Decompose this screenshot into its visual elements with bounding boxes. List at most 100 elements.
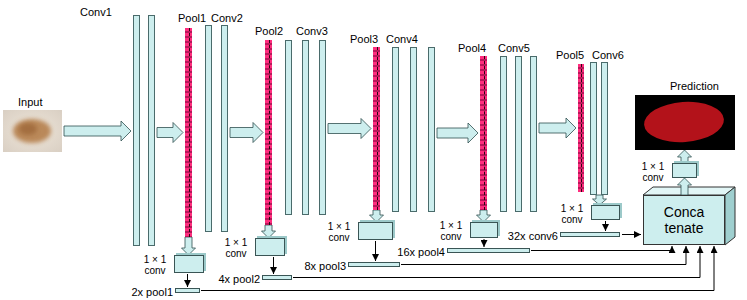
conv1x1-box: 1 × 1 conv — [255, 238, 285, 256]
pool-layer: Pool2 — [265, 40, 272, 225]
upsampled-map: 16x pool4 — [447, 248, 530, 253]
connector-group — [64, 118, 714, 291]
feature-map-bar — [500, 56, 507, 212]
conv-layer: Conv5 — [500, 56, 537, 212]
feature-map-bar — [285, 40, 292, 215]
layer-label: Pool1 — [178, 12, 206, 24]
conv-layer: Conv4 — [392, 47, 435, 212]
feature-map-bar — [515, 56, 522, 212]
block-arrow — [477, 210, 491, 222]
side-label: 8x pool3 — [304, 260, 346, 272]
layer-label: Prediction — [670, 80, 719, 92]
concatenate-box: Conca tenate — [643, 195, 725, 245]
layer-label: Conv2 — [211, 12, 243, 24]
layer-label: Pool3 — [350, 33, 378, 45]
upsampled-map: 8x pool3 — [348, 262, 400, 267]
layer-label: Pool5 — [556, 49, 584, 61]
arrow-line — [375, 241, 376, 261]
pool-dash-line — [484, 56, 485, 210]
side-label: 1 × 1 conv — [322, 221, 356, 243]
feature-map-bar — [319, 40, 326, 215]
pool-dash-line — [377, 47, 378, 210]
layer-label: Pool2 — [255, 25, 283, 37]
layer-label: Conv6 — [592, 49, 624, 61]
conv-layer: Conv6 — [590, 62, 608, 195]
block-arrow — [182, 237, 196, 255]
pool-dash-line — [269, 40, 270, 225]
side-label: 1 × 1 conv — [555, 203, 589, 225]
side-label: 1 × 1 conv — [138, 254, 172, 276]
block-arrow — [437, 123, 478, 143]
layer-label: Input — [18, 96, 42, 108]
pool-layer: Pool4 — [480, 56, 487, 210]
concat-top-face — [643, 187, 735, 195]
arrow-line — [605, 221, 606, 231]
upsampled-map: 32x conv6 — [560, 232, 620, 237]
feature-map-bar — [392, 47, 399, 212]
layer-label: Pool4 — [458, 42, 486, 54]
prediction-mask-region — [643, 99, 726, 144]
feature-map-bar — [148, 15, 155, 246]
layer-label: Conv1 — [80, 6, 112, 18]
block-arrow — [539, 118, 576, 138]
block-arrow — [157, 123, 183, 143]
conv-layer: Conv1 — [133, 15, 155, 246]
conv-layer: Conv3 — [285, 40, 326, 215]
pool-dash-line — [581, 64, 582, 192]
box-label: Conca tenate — [653, 204, 715, 236]
block-arrow — [230, 123, 263, 143]
pool-dash-line — [189, 28, 190, 237]
arrow-line — [187, 274, 188, 287]
arrow-line — [484, 239, 485, 247]
layer-label: Conv4 — [386, 33, 418, 45]
conv1x1-box: 1 × 1 conv — [358, 222, 393, 240]
lesion-core — [19, 123, 37, 135]
layer-label: Conv3 — [296, 25, 328, 37]
arrow-line — [531, 246, 672, 251]
side-label: 4x pool2 — [218, 273, 260, 285]
feature-map-bar — [205, 25, 212, 232]
arrow-line — [293, 246, 700, 278]
feature-map-bar — [428, 47, 435, 212]
upsampled-map: 4x pool2 — [262, 275, 292, 280]
skin-photo — [3, 110, 62, 152]
feature-map-bar — [410, 47, 417, 212]
conv1x1-box: 1 × 1 conv — [470, 222, 498, 238]
side-label: 16x pool4 — [397, 246, 445, 258]
block-arrow — [593, 195, 607, 205]
input-image: Input — [3, 110, 62, 152]
block-arrow — [678, 178, 692, 195]
conv1x1-box: 1 × 1 conv — [672, 163, 697, 178]
upsampled-map: 2x pool1 — [175, 288, 200, 293]
arrow-line — [273, 257, 274, 274]
feature-map-bar — [221, 25, 228, 232]
side-label: 1 × 1 conv — [219, 237, 253, 259]
conv1x1-box: 1 × 1 conv — [174, 255, 204, 273]
concat-side-face — [725, 187, 735, 245]
block-arrow — [328, 119, 371, 139]
feature-map-bar — [302, 40, 309, 215]
block-arrow — [262, 225, 276, 238]
arrow-line — [622, 234, 641, 235]
block-arrow — [678, 150, 692, 163]
side-label: 2x pool1 — [131, 286, 173, 298]
prediction-image: Prediction — [635, 95, 735, 150]
feature-map-bar — [601, 62, 608, 195]
side-label: 1 × 1 conv — [434, 220, 468, 242]
pool-layer: Pool3 — [373, 47, 380, 210]
conv-layer: Conv2 — [205, 25, 228, 232]
block-arrow — [370, 210, 384, 222]
prediction-mask-ground — [635, 95, 735, 150]
pool-layer: Pool1 — [185, 28, 192, 237]
block-arrow — [64, 121, 131, 141]
lesion-blob — [13, 119, 51, 143]
feature-map-bar — [530, 56, 537, 212]
pool-layer: Pool5 — [578, 64, 584, 192]
conv1x1-box: 1 × 1 conv — [591, 205, 620, 220]
side-label: 1 × 1 conv — [636, 161, 670, 183]
side-label: 32x conv6 — [508, 230, 558, 242]
feature-map-bar — [590, 62, 597, 195]
layer-label: Conv5 — [498, 42, 530, 54]
